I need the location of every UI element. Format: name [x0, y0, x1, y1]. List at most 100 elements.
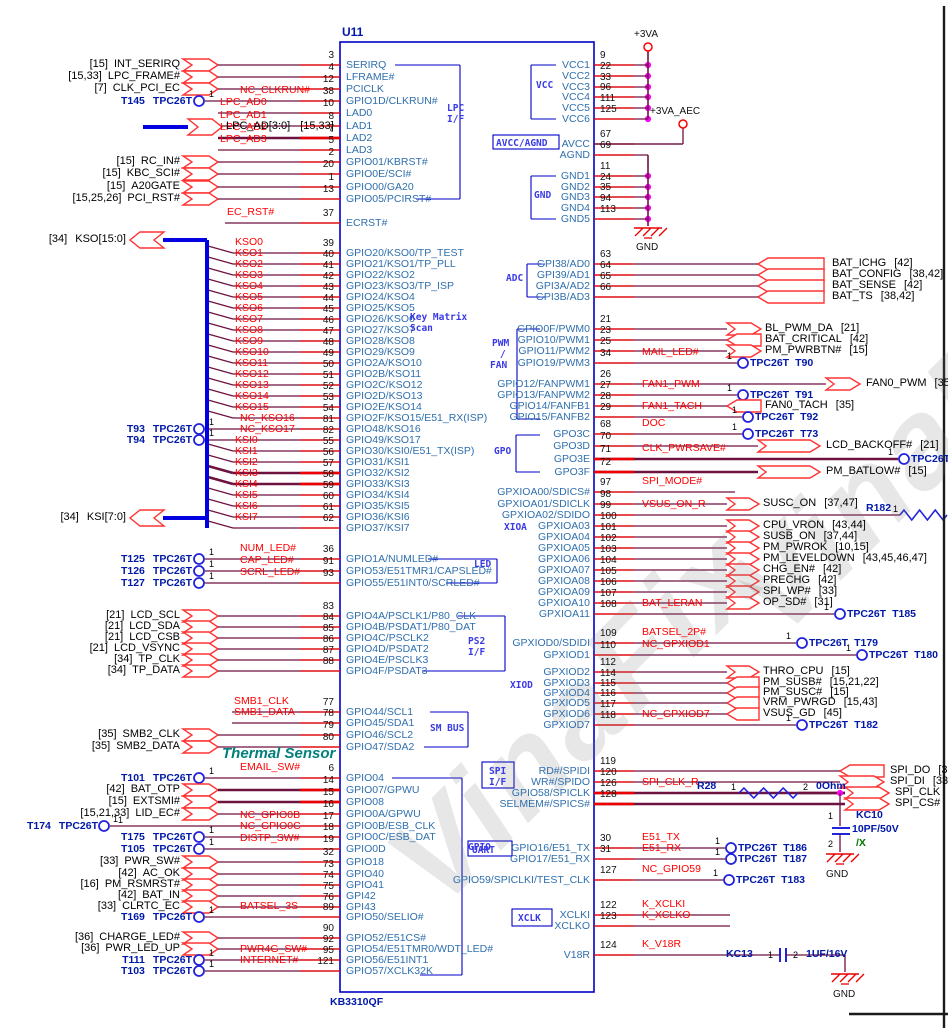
group-label: AVCC/AGND: [496, 138, 548, 149]
net-label: KSI2: [235, 456, 258, 468]
net-label: SMB1_DATA: [234, 706, 295, 718]
net-label: EC_RST#: [227, 206, 275, 218]
pin-name: GPIO0B/ESB_CLK: [346, 820, 436, 832]
signal-flag: [842, 786, 891, 800]
res-pin1: 1: [731, 782, 737, 792]
net-label: K_XCLKO: [642, 909, 691, 921]
test-point-label-part0: T103: [120, 965, 145, 977]
signal-flag: [180, 155, 220, 169]
signal-label: [35]SMB2_DATA: [92, 741, 180, 752]
pin-name: GPIO11/PWM2: [518, 345, 590, 357]
tp-one: 1: [209, 837, 215, 847]
signal-label-part1: RC_IN#: [140, 155, 180, 167]
pin-name: GPIO0E/SCI#: [346, 168, 412, 180]
pin-name: GPXIOA08: [538, 575, 590, 587]
signal-label: [21]LCD_SDA: [105, 621, 180, 632]
signal-flag: [842, 797, 891, 811]
pin-name: AVCC: [561, 138, 590, 150]
signal-label: [15,21,33]LID_EC#: [80, 808, 180, 819]
pin-number: 83: [322, 601, 334, 612]
pin-number: 61: [322, 502, 334, 513]
test-point-label-part1: TPC26T: [152, 831, 192, 843]
group-label: VCC: [536, 80, 554, 91]
signal-label: PM_PWRBTN#[15]: [765, 345, 868, 356]
res-val: 0Ohm: [816, 780, 846, 792]
pin-name: GPIO57/XCLK32K: [346, 965, 433, 977]
net-label: NC_GPXIOD7: [642, 708, 710, 720]
test-point-circle: [856, 649, 868, 661]
signal-label: PM_SUSC#[15]: [763, 687, 849, 698]
tp-one: 1: [209, 825, 215, 835]
signal-flag: [180, 180, 220, 194]
signal-label-part1: [42]: [894, 257, 913, 269]
pin-number: 67: [600, 129, 612, 140]
cap-pin1: 1: [828, 811, 834, 821]
test-point-circle: [723, 874, 735, 886]
tp-one: 1: [715, 836, 721, 846]
signal-label: [7]CLK_PCI_EC: [95, 83, 181, 94]
pin-number: 85: [322, 623, 334, 634]
signal-label-part0: [15,25,26]: [72, 192, 122, 204]
p3va-label: +3VA: [634, 29, 658, 40]
tp-one: 1: [209, 89, 215, 99]
bus-stub: [207, 388, 234, 397]
pin-number: 87: [322, 645, 334, 656]
net-label: LPC_AD2: [220, 121, 267, 133]
signal-flag: [724, 519, 761, 533]
signal-label-part1: LCD_CSB: [129, 631, 180, 643]
signal-flag: [180, 192, 220, 206]
signal-label-part0: [15]: [89, 58, 108, 70]
bus-stub: [207, 289, 234, 298]
pin-name: GPIO41: [346, 879, 384, 891]
pin-name: GPI3B/AD3: [535, 291, 590, 303]
pin-name: GPIO1D/CLKRUN#: [346, 95, 438, 107]
signal-label-part0: SPI_DO: [890, 764, 931, 776]
tp-one: 1: [727, 383, 733, 393]
test-point-label-part1: TPC26T: [152, 965, 192, 977]
net-label: NUM_LED#: [240, 542, 297, 554]
pin-name: XCLKO: [554, 920, 590, 932]
flag-one: 1: [118, 815, 124, 825]
pin-name: GPIO15/FANFB2: [509, 411, 590, 423]
signal-label: SUSB_ON[37,44]: [763, 531, 857, 542]
test-point-label-part1: TPC26T: [152, 772, 192, 784]
test-point-label-part0: TPC26T: [911, 453, 948, 465]
signal-flag: [724, 585, 761, 599]
pin-name: GPO3E: [553, 453, 590, 465]
pin-number: 12: [322, 74, 334, 85]
pin-number: 35: [600, 182, 612, 193]
group-label: SM BUS: [430, 723, 465, 734]
test-point-label-part1: TPC26T: [152, 911, 192, 923]
signal-label-part0: [42]: [117, 889, 137, 901]
net-label: MAIL_LED#: [642, 346, 699, 358]
signal-flag: [180, 609, 220, 623]
group-box: [492, 134, 560, 150]
bus-flag: [128, 231, 166, 249]
signal-label-part1: LCD_SDA: [129, 620, 180, 632]
net-label: E51_TX: [642, 831, 680, 843]
pin-name: GPIO04: [346, 772, 384, 784]
signal-label: PRECHG[42]: [763, 575, 836, 586]
pin-number: 95: [322, 945, 334, 956]
signal-label-part0: SPI_CLK: [895, 786, 941, 798]
signal-flag: [180, 740, 220, 754]
pin-number: 86: [322, 634, 334, 645]
pin-name: GND4: [560, 202, 590, 214]
test-point-label-part0: TPC26T: [750, 357, 790, 369]
test-point-label: T103 TPC26T: [121, 966, 192, 977]
pin-number: 31: [600, 844, 612, 855]
pin-number: 103: [600, 544, 617, 555]
bus-stub: [207, 399, 234, 408]
pin-name: GPIO00/GA20: [346, 181, 414, 193]
net-label: BATSEL_3S: [240, 900, 299, 912]
group-label: LPC: [447, 103, 465, 114]
signal-label-part0: [34]: [114, 653, 133, 665]
signal-label-part1: EXTSMI#: [132, 795, 180, 807]
ground-symbol: [826, 853, 836, 863]
net-label: KSO6: [235, 302, 264, 314]
bus-stub: [207, 454, 234, 463]
pin-number: 90: [322, 923, 334, 934]
pin-number: 89: [322, 902, 334, 913]
signal-label-part0: SUSB_ON: [763, 530, 816, 542]
